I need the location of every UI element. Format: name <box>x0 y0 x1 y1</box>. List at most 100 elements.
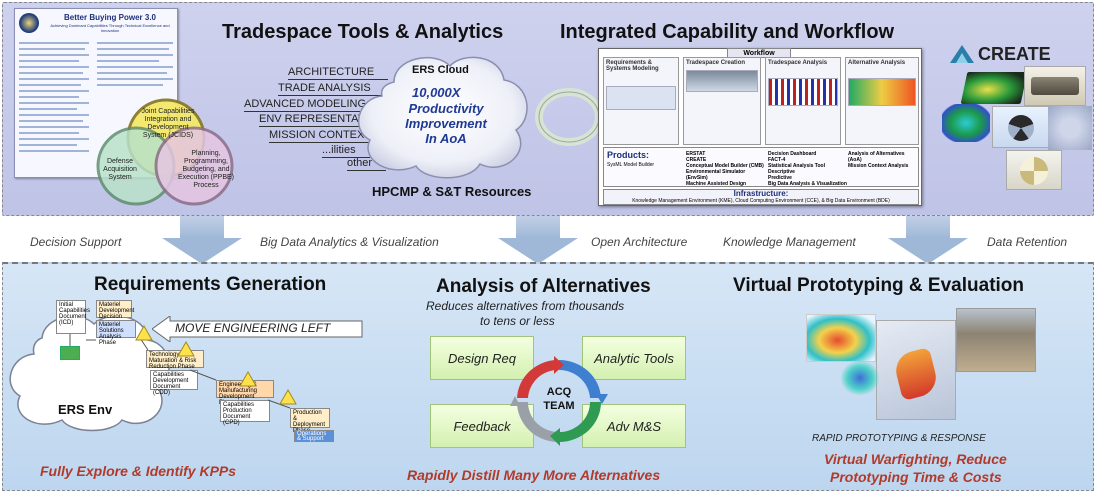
vp-rapid-label: RAPID PROTOTYPING & RESPONSE <box>812 433 986 444</box>
products-col-1: SysML Model Builder <box>607 162 677 168</box>
bbp-text-lines <box>19 42 173 152</box>
aircraft-cfd-image <box>942 104 990 142</box>
rotor-shape <box>1008 115 1034 141</box>
aoa-sub2: to tens or less <box>480 314 555 328</box>
acq-team-cycle-icon <box>510 356 608 446</box>
create-logo: CREATE <box>948 43 1051 65</box>
ers-env-label: ERS Env <box>58 402 113 417</box>
venn-das-label: Defense Acquisition System <box>103 158 137 181</box>
workflow-col-requirements-label: Requirements & Systems Modeling <box>606 60 659 72</box>
product-item: SysML Model Builder <box>607 162 655 168</box>
ship-flow-image <box>960 72 1028 104</box>
bbp-document: Better Buying Power 3.0 Achieving Domina… <box>14 8 178 178</box>
product-item: Mission Context Analysis <box>848 163 909 169</box>
products-col-3: Decision Dashboard FACT-4 Statistical An… <box>768 151 848 187</box>
strip-open-architecture: Open Architecture <box>591 235 688 249</box>
ers-cloud-name: ERS Cloud <box>412 64 469 76</box>
vp-terrain-image <box>956 308 1036 372</box>
venn-diagram <box>96 98 234 206</box>
move-engineering-left: MOVE ENGINEERING LEFT <box>175 321 331 335</box>
input-other: other <box>347 157 387 171</box>
vp-aircraft-image <box>840 360 880 396</box>
cloud-line3: In AoA <box>425 131 467 146</box>
input-trade-analysis: TRADE ANALYSIS <box>278 82 385 96</box>
tradespace-title: Tradespace Tools & Analytics <box>222 21 504 43</box>
acq-box-os: Operations & Support <box>294 430 334 442</box>
vp-footer-line2: Prototyping Time & Costs <box>830 469 1002 485</box>
acq-box-cpd: Capabilities Production Document (CPD) <box>220 400 270 426</box>
product-item: Predictive <box>768 175 792 181</box>
vehicle-image <box>1024 66 1086 106</box>
workflow-diagram: Workflow Requirements & Systems Modeling… <box>598 48 922 206</box>
strip-data-retention: Data Retention <box>987 235 1068 249</box>
product-item: Statistical Analysis Tool <box>768 163 825 169</box>
acq-team-line2: TEAM <box>543 400 575 412</box>
hpcmp-label: HPCMP & S&T Resources <box>372 184 532 199</box>
cloud-line2: Improvement <box>405 116 487 131</box>
infra-text: Knowledge Management Environment (KME), … <box>632 198 890 204</box>
workflow-col-tradespace-creation: Tradespace Creation <box>683 57 761 145</box>
acq-green-node <box>60 346 80 360</box>
acq-box-pd: Production & Deployment Phase <box>290 408 330 434</box>
product-item: Environmental Simulator (EnvSim) <box>686 169 746 181</box>
cloud-10000x: 10,000X <box>412 85 461 100</box>
input-architecture: ARCHITECTURE <box>288 66 389 80</box>
create-logo-text: CREATE <box>978 43 1051 64</box>
product-item: Conceptual Model Builder (CMB) <box>686 163 764 169</box>
workflow-infrastructure: Infrastructure: Knowledge Management Env… <box>603 189 919 205</box>
input-advanced-modeling: ADVANCED MODELING <box>244 98 381 112</box>
flow-arrow-3 <box>888 238 968 264</box>
product-item: Machine Assisted Design <box>686 181 747 187</box>
acq-box-icd: Initial Capabilities Document (ICD) <box>56 300 90 334</box>
workflow-col-creation-label: Tradespace Creation <box>686 60 746 66</box>
strip-big-data: Big Data Analytics & Visualization <box>260 235 439 249</box>
workflow-col-alternative-analysis: Alternative Analysis <box>845 57 919 145</box>
aoa-footer: Rapidly Distill Many More Alternatives <box>407 467 661 483</box>
workflow-col-thumb-1 <box>606 86 676 110</box>
products-col-2: ERSTAT CREATE Conceptual Model Builder (… <box>686 151 766 187</box>
dod-seal-icon <box>19 13 39 33</box>
propeller-image-2 <box>1006 150 1062 190</box>
flow-arrow-2-stem <box>516 216 560 238</box>
propeller-blades <box>1020 157 1048 185</box>
venn-ppbe-label: Planning, Programming, Budgeting, and Ex… <box>177 150 235 189</box>
product-item: CREATE <box>686 157 707 163</box>
create-logo-icon <box>950 45 974 63</box>
workflow-col-thumb-4 <box>848 78 916 106</box>
products-col-4: Analysis of Alternatives (AoA) Mission C… <box>848 151 918 169</box>
ers-cloud-shape <box>358 56 528 179</box>
vp-cfd-image <box>806 314 876 362</box>
venn-jcids-label: Joint Capabilities Integration and Devel… <box>141 108 195 139</box>
integrated-title: Integrated Capability and Workflow <box>560 21 895 43</box>
bbp-title: Better Buying Power 3.0 <box>63 13 157 22</box>
flow-arrow-1-stem <box>180 216 224 238</box>
requirements-footer: Fully Explore & Identify KPPs <box>40 463 237 479</box>
product-item: FACT-4 <box>768 157 786 163</box>
input-ilities: ...ilities <box>322 144 370 158</box>
flow-arrow-2 <box>498 238 578 264</box>
propeller-image <box>1048 106 1092 150</box>
aoa-box-analytic-tools: Analytic Tools <box>582 336 686 380</box>
workflow-col-analysis-label: Tradespace Analysis <box>768 60 828 66</box>
input-mission-context: MISSION CONTEXT <box>269 129 386 143</box>
vp-footer-line1: Virtual Warfighting, Reduce <box>824 451 1007 467</box>
product-item: ERSTAT <box>686 151 706 157</box>
workflow-products: Products: SysML Model Builder ERSTAT CRE… <box>603 147 919 187</box>
acq-box-msa: Materiel Solutions Analysis Phase <box>96 320 136 346</box>
products-label: Products: <box>607 150 650 160</box>
acq-box-mdd: Materiel Development Decision <box>96 300 134 320</box>
requirements-title: Requirements Generation <box>94 274 327 295</box>
product-item: Big Data Analysis & Visualization <box>768 181 847 187</box>
product-item: Analysis of Alternatives (AoA) <box>848 151 905 163</box>
infra-label: Infrastructure: <box>733 189 789 198</box>
venn-circle-ppbe <box>154 126 234 206</box>
vp-flow-image <box>876 320 956 420</box>
strip-decision-support: Decision Support <box>30 235 122 249</box>
strip-knowledge-management: Knowledge Management <box>723 235 856 249</box>
bbp-subtitle: Achieving Dominant Capabilities Through … <box>50 23 170 33</box>
workflow-col-thumb-3 <box>768 78 838 106</box>
vehicle-body <box>1031 77 1079 95</box>
aoa-title: Analysis of Alternatives <box>436 276 651 297</box>
aoa-box-design-req: Design Req <box>430 336 534 380</box>
aoa-sub1: Reduces alternatives from thousands <box>426 299 625 313</box>
